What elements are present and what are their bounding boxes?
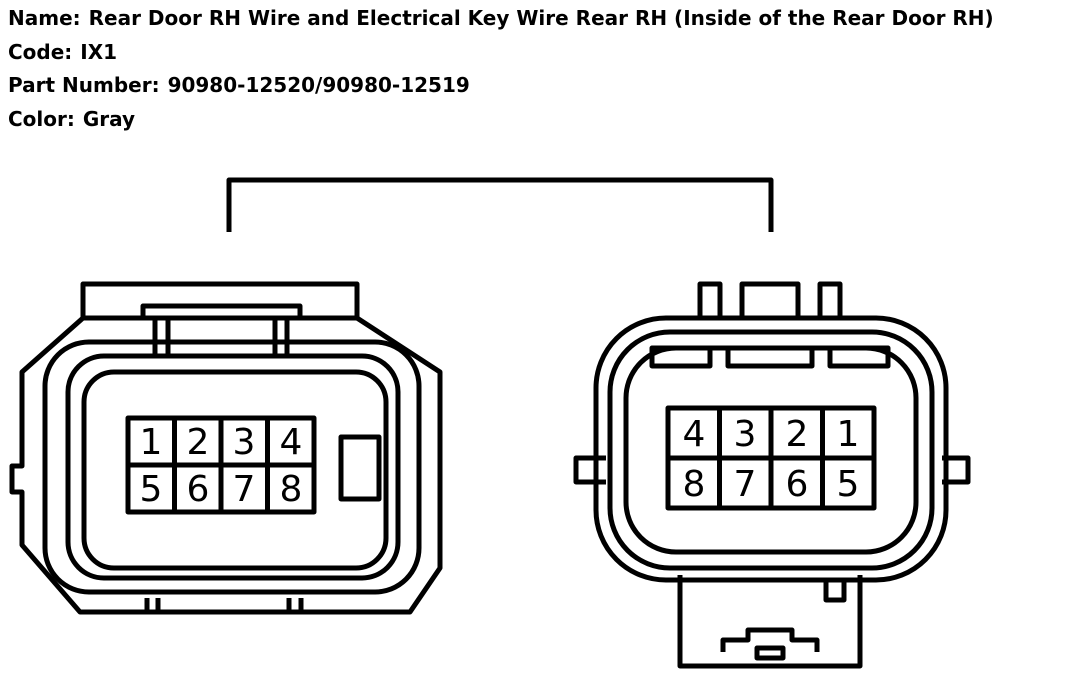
left-pin-number: 2 [187,422,210,463]
left-pin-number: 7 [233,469,256,510]
left-pin-number: 6 [187,469,210,510]
right-top-tab-center [739,281,801,318]
right-slot-left [649,345,713,369]
right-slot-right [827,345,891,369]
right-inner-shell [607,329,935,571]
right-bottom-latch [720,627,820,652]
right-connector [573,281,971,669]
mating-bracket [226,177,774,232]
right-top-tab-right [817,281,843,318]
code-label: Code: [8,40,73,64]
right-pin-number: 7 [734,464,757,505]
right-pin-number: 1 [837,414,860,455]
right-ear-right [942,455,971,485]
left-inner-shell [42,339,422,595]
left-connector [9,281,443,615]
left-pin-number: 8 [280,469,303,510]
color-value: Gray [82,107,136,131]
right-outer-body [593,315,949,583]
right-slot-center [725,345,815,369]
color-label: Color: [8,107,75,131]
left-inner-wall [65,353,401,581]
left-pin-number: 4 [280,422,303,463]
name-row: Name: Rear Door RH Wire and Electrical Ke… [8,6,994,30]
left-cavity [81,369,389,571]
color-row: Color: Gray [8,107,135,131]
right-pin-number: 3 [734,414,757,455]
name-label: Name: [8,6,81,30]
right-bottom-housing [677,575,863,669]
part-number-value: 90980-12520/90980-12519 [167,73,470,97]
code-row: Code: IX1 [8,40,117,64]
left-top-latch [80,281,360,318]
part-number-label: Part Number: [8,73,160,97]
right-pin-number: 5 [837,464,860,505]
right-pin-number: 2 [786,414,809,455]
left-pin-number: 5 [140,469,163,510]
name-value: Rear Door RH Wire and Electrical Key Wir… [88,6,994,30]
left-pin-number: 1 [140,422,163,463]
part-number-row: Part Number: 90980-12520/90980-12519 [8,73,470,97]
left-pin-number: 3 [233,422,256,463]
left-side-lock [338,434,382,502]
right-top-tab-left [697,281,723,318]
code-value: IX1 [80,40,118,64]
right-pin-number: 8 [683,464,706,505]
right-ear-left [573,455,606,485]
left-latch-tab [140,303,303,318]
right-pin-number: 4 [683,414,706,455]
left-outer-body [9,315,443,615]
right-pin-number: 6 [786,464,809,505]
